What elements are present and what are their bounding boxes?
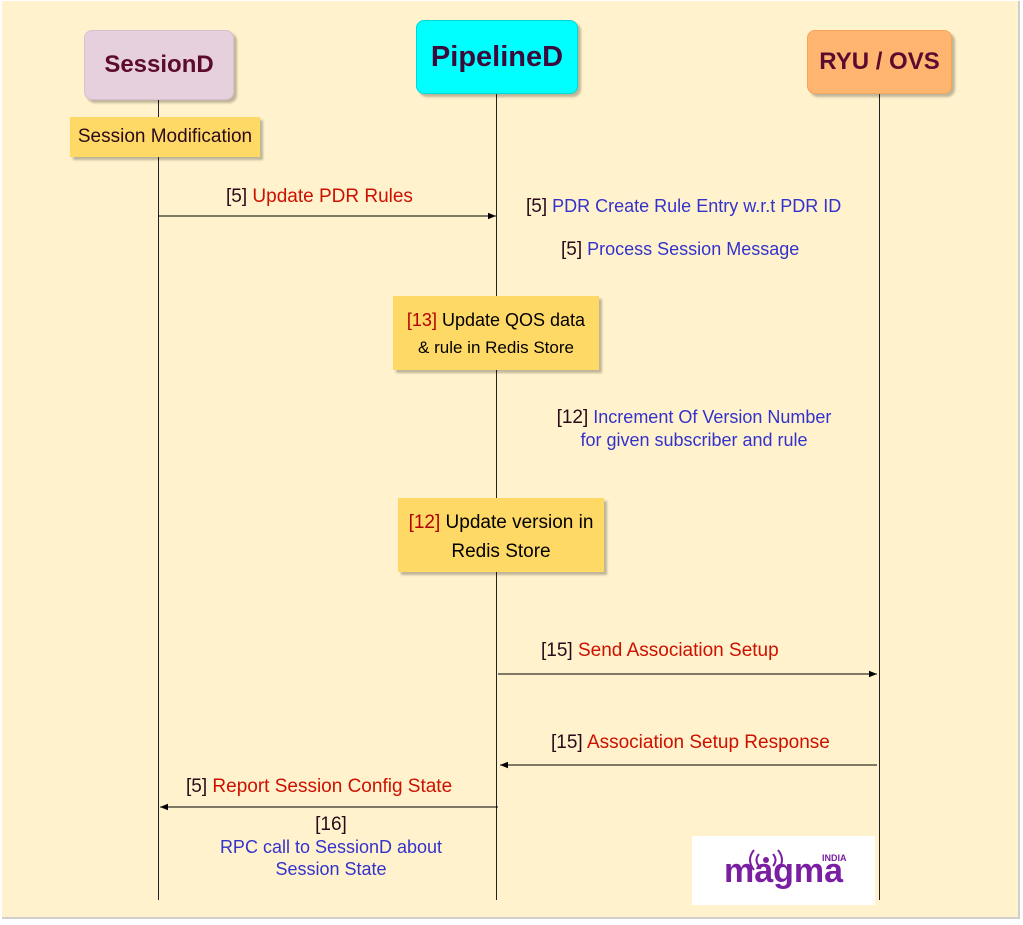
ryu-ovs-participant: RYU / OVS bbox=[807, 30, 952, 94]
pipelined-lifeline bbox=[496, 94, 497, 900]
svg-text:magma: magma bbox=[724, 852, 844, 890]
sessiond-lifeline bbox=[158, 100, 159, 900]
magma-logo-graphic: INDIA magma bbox=[724, 849, 847, 890]
association-setup-response-label: [15] Association Setup Response bbox=[551, 732, 830, 753]
pdr-create-annotation: [5] PDR Create Rule Entry w.r.t PDR ID bbox=[526, 196, 842, 217]
send-association-setup-label: [15] Send Association Setup bbox=[541, 640, 779, 661]
update-version-note: [12] Update version in Redis Store bbox=[398, 498, 604, 572]
sessiond-label: SessionD bbox=[104, 51, 214, 78]
session-modification-note: Session Modification bbox=[70, 117, 260, 157]
pipelined-participant: PipelineD bbox=[416, 20, 578, 94]
rpc-call-annotation: [16] RPC call to SessionD about Session … bbox=[219, 814, 443, 879]
antenna-waves-icon bbox=[749, 849, 783, 871]
process-message-annotation: [5] Process Session Message bbox=[561, 239, 800, 260]
report-session-config-label: [5] Report Session Config State bbox=[186, 776, 453, 797]
ryu-ovs-lifeline bbox=[879, 94, 880, 900]
ryu-ovs-label: RYU / OVS bbox=[819, 48, 940, 75]
update-qos-note: [13] Update QOS data & rule in Redis Sto… bbox=[393, 296, 599, 370]
update-pdr-label: [5] Update PDR Rules bbox=[226, 186, 413, 207]
magma-logo: INDIA magma bbox=[692, 836, 875, 905]
svg-text:INDIA: INDIA bbox=[822, 853, 847, 863]
pipelined-label: PipelineD bbox=[430, 40, 564, 73]
increment-version-annotation: [12] Increment Of Version Number for giv… bbox=[556, 407, 832, 450]
sessiond-participant: SessionD bbox=[84, 30, 234, 100]
